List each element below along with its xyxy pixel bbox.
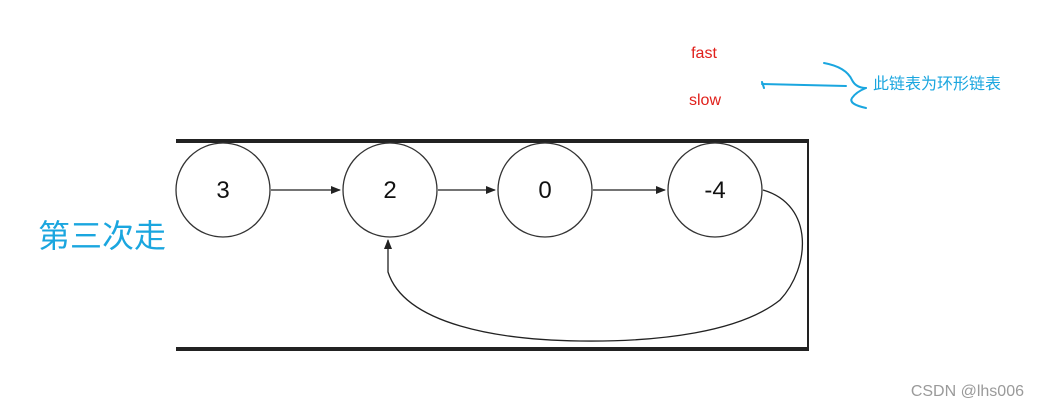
node-value: -4 [704,177,725,204]
node-0: 3 [175,142,271,238]
node-1: 2 [342,142,438,238]
node-circle [497,142,593,238]
node-value: 0 [538,177,551,204]
node-circle [667,142,763,238]
node-circle [175,142,271,238]
node-links [271,186,804,342]
node-value: 2 [383,177,396,204]
cycle-link-neg4-to-2 [384,189,804,342]
slow-label: slow [689,92,721,109]
step-title: 第三次走 [38,218,166,254]
watermark: CSDN @lhs006 [911,383,1024,400]
node-3: -4 [667,142,763,238]
cycle-note-label: 此链表为环形链表 [873,75,1001,93]
fast-label: fast [691,45,717,62]
node-2: 0 [497,142,593,238]
diagram-frame [176,139,809,351]
node-value: 3 [216,177,229,204]
handdrawn-brace-arrow [761,62,867,109]
node-circle [342,142,438,238]
